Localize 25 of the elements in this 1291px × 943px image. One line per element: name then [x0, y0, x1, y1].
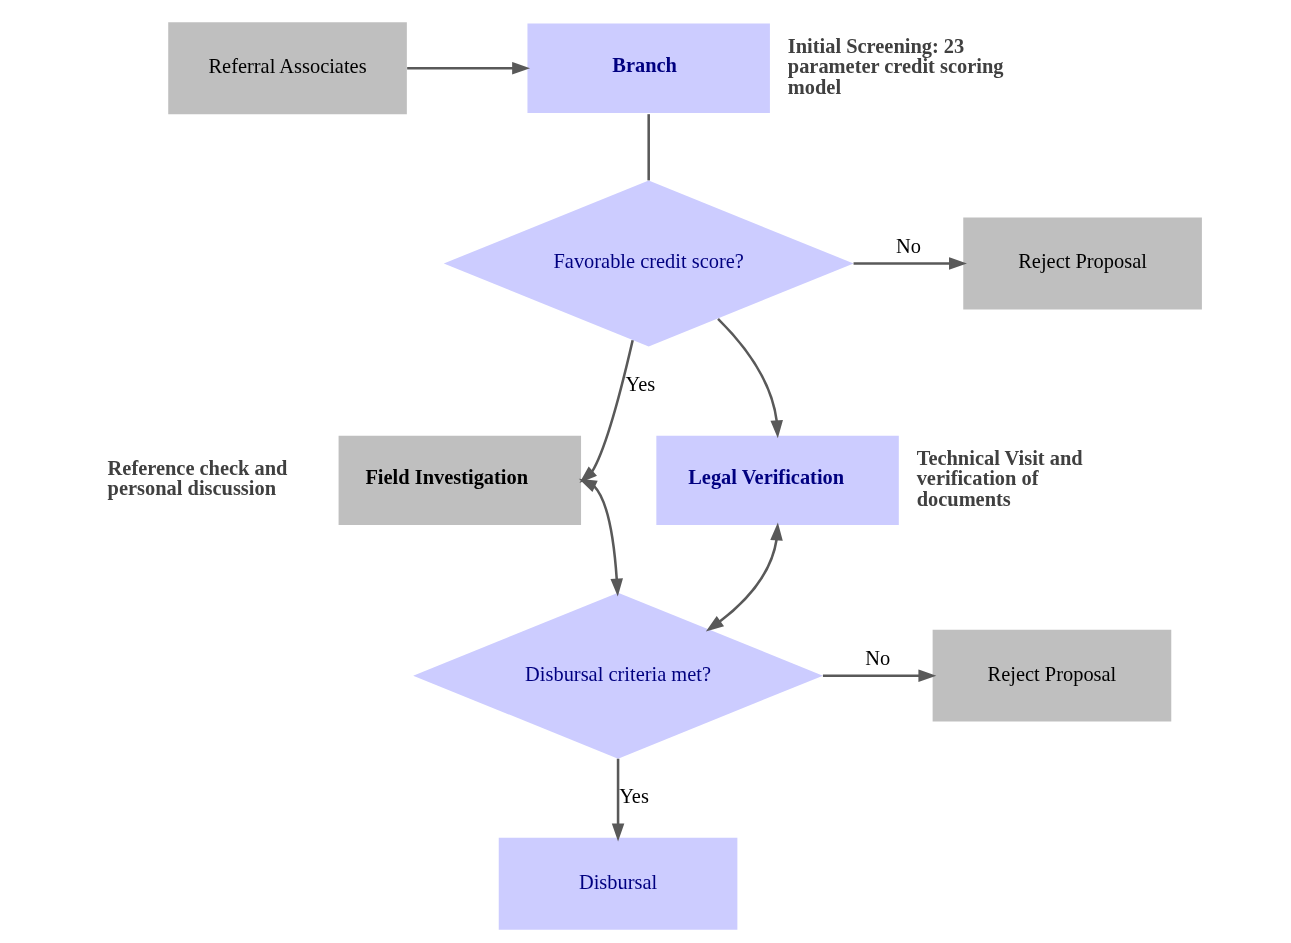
- arrow: [611, 758, 625, 842]
- node-diamond: Disbursal criteria met?: [413, 592, 823, 759]
- node-box: Disbursal: [498, 837, 738, 930]
- node-label: Initial Screening: 23 parameter credit scoring model: [787, 34, 1004, 98]
- node-box: Reject Proposal: [932, 629, 1172, 722]
- arrow: [822, 669, 937, 682]
- arrow: [578, 478, 623, 597]
- node-box: Reject Proposal: [963, 217, 1202, 310]
- arrow: [579, 339, 634, 483]
- node-box: Branch: [527, 23, 770, 113]
- connector: [647, 114, 650, 181]
- node-diamond: Favorable credit score?: [443, 180, 854, 347]
- edge-label: Yes: [619, 785, 649, 808]
- edge-label: No: [895, 235, 921, 258]
- node-box: Legal Verification: [656, 435, 899, 526]
- arrow: [705, 522, 783, 632]
- arrow: [717, 317, 783, 439]
- node-box: Referral Associates: [168, 22, 407, 115]
- arrow: [853, 257, 967, 270]
- edge-label: No: [865, 647, 891, 670]
- edge-label: Yes: [625, 372, 656, 395]
- node-box: Field Investigation: [338, 435, 582, 526]
- node-label: Technical Visit and verification of documents: [916, 446, 1083, 510]
- node-label: Reference check and personal discussion: [107, 457, 288, 500]
- arrow: [407, 61, 531, 75]
